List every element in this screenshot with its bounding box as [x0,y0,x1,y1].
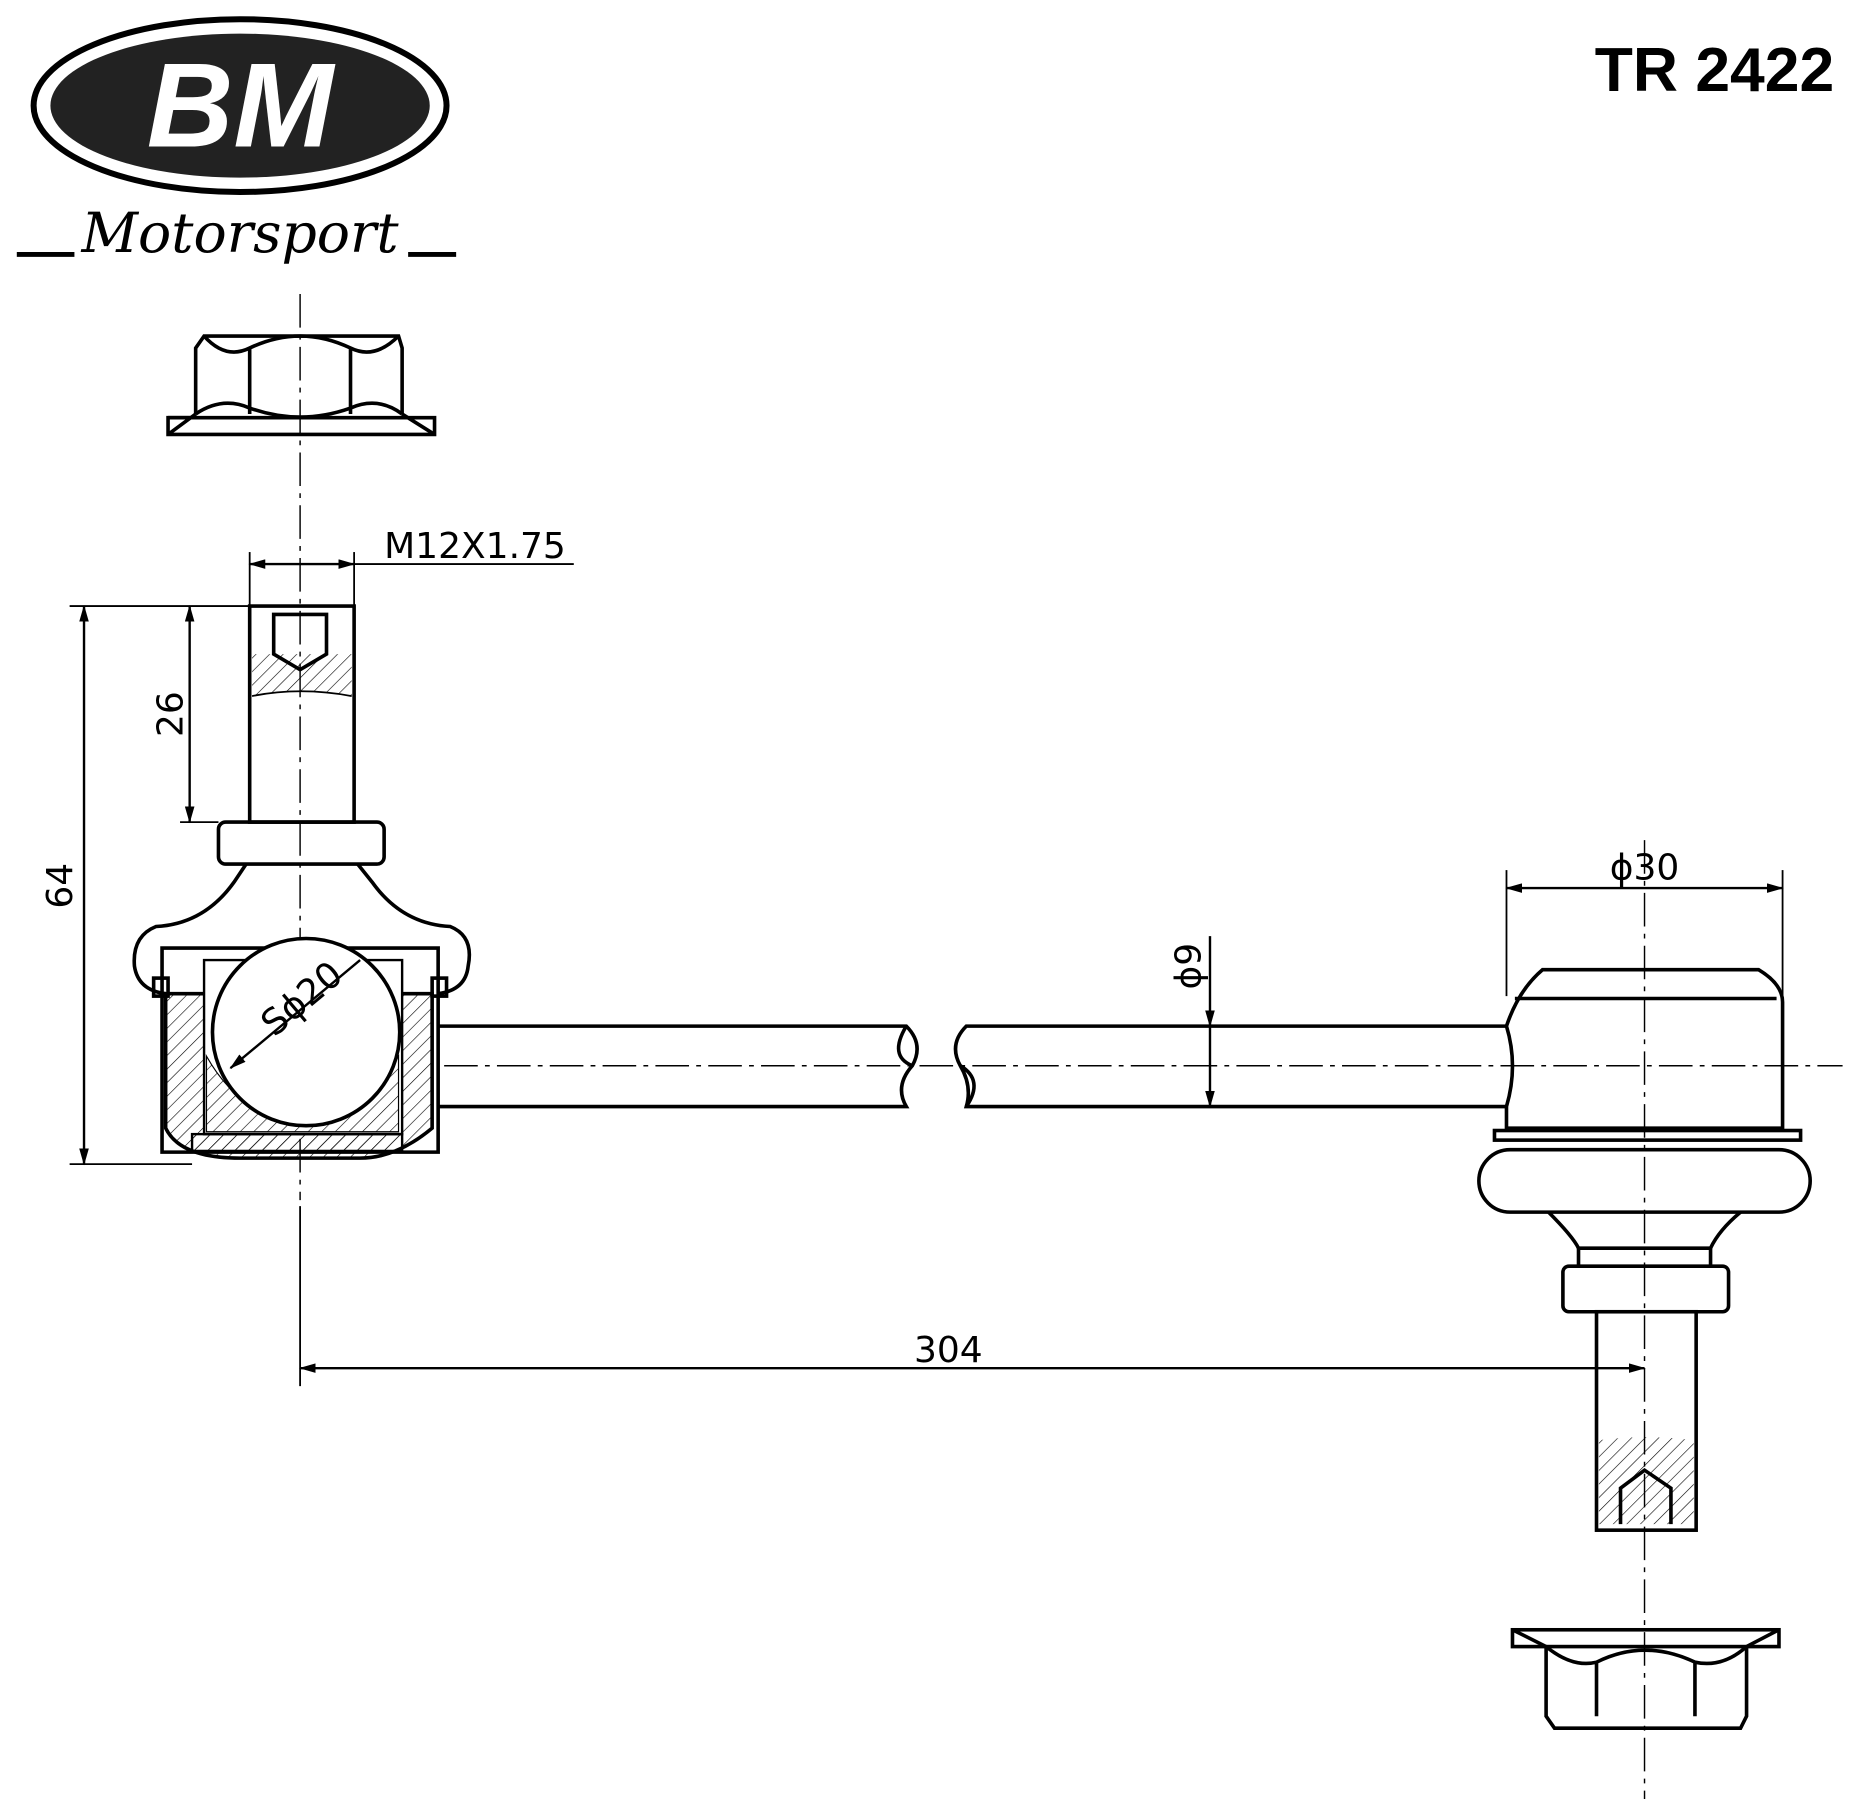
dimension-thread: M12X1.75 [248,526,574,607]
connecting-rod [438,1024,1507,1109]
dimension-26: 26 [150,604,219,824]
dimension-64: 64 [40,604,250,1166]
thread-label: M12X1.75 [384,526,566,567]
center-distance-label: 304 [914,1330,983,1371]
rod-diameter-label: ϕ9 [1168,943,1209,990]
total-height-label: 64 [40,863,81,909]
part-number: TR 2422 [1595,36,1834,105]
dimension-head-diameter: ϕ30 [1505,848,1784,997]
logo-subtitle-text: Motorsport [81,202,400,266]
left-stud [216,604,386,866]
head-diameter-label: ϕ30 [1610,848,1680,889]
left-ball-housing: Sϕ20 [132,862,472,1160]
brand-logo: BM Motorsport [16,16,457,266]
right-end-assembly [1477,967,1812,1532]
dimension-rod-diameter: ϕ9 [1168,936,1215,1108]
top-flange-nut [166,334,437,437]
logo-brand-text: BM [147,38,337,172]
bottom-flange-nut [1510,1627,1781,1730]
dimension-304: 304 [298,1206,1646,1387]
stud-length-label: 26 [150,691,191,737]
